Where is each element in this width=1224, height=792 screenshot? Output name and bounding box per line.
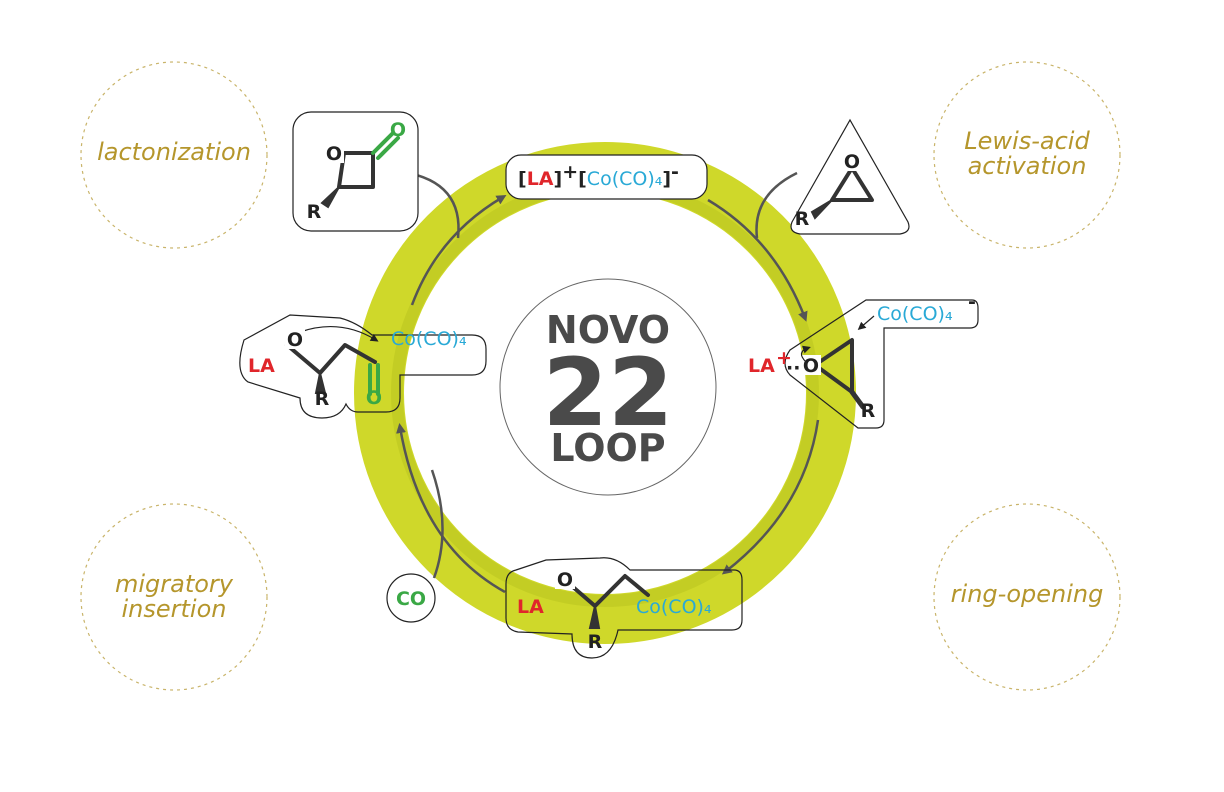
activated-epoxide-complex: O LA + ·· R Co(CO)₄ - — [748, 291, 979, 429]
acyl-cobalt-intermediate: O LA Co(CO)₄ O R — [239, 314, 487, 419]
arrow-co-in — [430, 469, 444, 579]
activated-lewis-acid: LA — [748, 355, 775, 377]
acyl-r-group: R — [315, 388, 330, 410]
acyl-carbonyl-oxygen: O — [366, 387, 382, 409]
acyl-cobalt-outline — [239, 314, 487, 419]
ring-opened-cobalt: Co(CO)₄ — [636, 596, 712, 618]
arrow-ring-opened-to-acyl — [396, 423, 506, 594]
step-migratory-insertion: migratory insertion — [80, 503, 268, 691]
acyl-lewis-acid: LA — [248, 355, 275, 377]
lactone-r-group: R — [307, 201, 322, 223]
activated-epoxide-oxygen: O — [803, 355, 819, 377]
catalyst-species: [LA]+[Co(CO)₄]- — [505, 154, 708, 200]
co-reagent: CO — [386, 573, 436, 623]
catalyst-box — [505, 154, 708, 200]
cycle-arrows — [396, 168, 820, 594]
center-line-1: NOVO — [546, 308, 670, 352]
step-migratory-label-1: migratory — [115, 570, 234, 598]
activated-r-group: R — [861, 400, 876, 422]
step-lactonization: lactonization — [80, 61, 268, 249]
step-lewis-acid-label-1: Lewis-acid — [964, 127, 1090, 155]
activated-coordination-dots: ·· — [786, 357, 800, 379]
lactone-carbonyl-oxygen: O — [390, 119, 406, 141]
activated-cobaltate: Co(CO)₄ — [877, 303, 953, 325]
epoxide-substrate: O R — [790, 118, 910, 235]
step-lewis-acid-label-2: activation — [968, 152, 1087, 180]
epoxide-oxygen: O — [844, 151, 860, 173]
beta-lactone-product: O O R — [292, 111, 419, 232]
co-reagent-label: CO — [396, 588, 426, 610]
activated-complex-outline — [784, 299, 979, 429]
ring-opened-oxygen: O — [557, 569, 573, 591]
activated-minus-charge: - — [968, 291, 976, 313]
activated-plus-charge: + — [776, 347, 792, 369]
ring-opened-r-group: R — [588, 631, 603, 653]
acyl-cobalt: Co(CO)₄ — [391, 328, 467, 350]
step-migratory-label-2: insertion — [122, 595, 227, 623]
arrow-acyl-to-catalyst — [410, 194, 507, 306]
epoxide-r-group: R — [795, 208, 810, 230]
step-ring-opening: ring-opening — [933, 503, 1121, 691]
epoxide-box — [790, 118, 910, 235]
catalyst-formula: [LA]+[Co(CO)₄]- — [518, 161, 679, 190]
step-ring-opening-label: ring-opening — [951, 580, 1104, 608]
step-lactonization-label: lactonization — [97, 138, 251, 166]
step-lewis-acid-activation: Lewis-acid activation — [933, 61, 1121, 249]
acyl-oxygen: O — [287, 329, 303, 351]
center-badge: NOVO 22 LOOP — [499, 278, 717, 496]
arrow-catalyst-to-activated — [707, 198, 808, 322]
lactone-ring-oxygen: O — [326, 143, 342, 165]
ring-opened-intermediate: O LA Co(CO)₄ R — [505, 557, 743, 659]
arrow-activated-to-ring-opened — [721, 419, 820, 575]
center-line-2: 22 — [543, 339, 674, 448]
ring-opened-lewis-acid: LA — [517, 596, 544, 618]
ring-opened-outline — [505, 557, 743, 659]
arrow-epoxide-in — [755, 171, 798, 239]
center-line-3: LOOP — [550, 426, 665, 470]
